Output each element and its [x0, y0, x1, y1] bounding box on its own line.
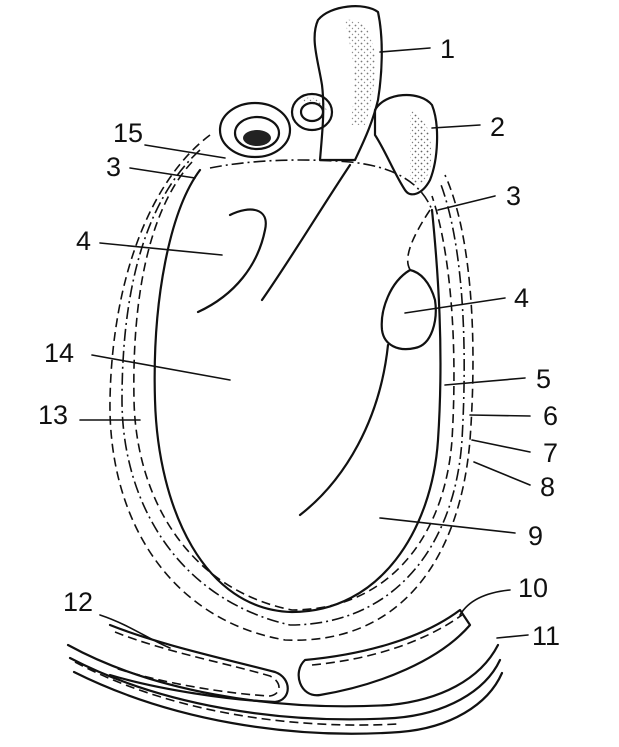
auricle — [373, 93, 439, 196]
oblique-sinus — [380, 209, 437, 351]
leader-9 — [379, 517, 516, 534]
label-9: 9 — [528, 521, 543, 551]
vena-cava-opening — [218, 101, 292, 159]
diaphragm — [66, 643, 504, 735]
leader-15 — [144, 144, 226, 159]
leader-3a — [129, 167, 196, 179]
label-6: 6 — [543, 401, 558, 431]
leader-12 — [99, 614, 171, 649]
label-4b: 4 — [514, 283, 529, 313]
labels: 1 2 15 3 3 4 4 14 5 13 6 7 8 9 10 11 12 — [38, 34, 560, 651]
leader-2 — [431, 124, 481, 129]
transverse-sinus — [196, 208, 267, 314]
label-7: 7 — [543, 438, 558, 468]
leader-11 — [496, 634, 529, 639]
leader-14 — [91, 354, 231, 381]
label-14: 14 — [44, 338, 74, 368]
leader-5 — [444, 377, 526, 386]
leader-8 — [473, 461, 531, 486]
label-2: 2 — [490, 112, 505, 142]
label-13: 13 — [38, 400, 68, 430]
heart-outline — [153, 159, 442, 614]
leader-10 — [459, 589, 511, 616]
pericardial-folds — [108, 608, 472, 704]
leader-3b — [437, 195, 496, 211]
leader-6 — [469, 414, 531, 417]
leader-4b — [404, 297, 506, 314]
label-11: 11 — [532, 621, 560, 651]
pulmonary-vessel — [290, 92, 334, 132]
leader-4a — [99, 242, 223, 256]
label-4a: 4 — [76, 226, 91, 256]
leader-7 — [471, 439, 531, 453]
pericardium-outer-layers — [109, 134, 474, 641]
label-5: 5 — [536, 364, 551, 394]
label-12: 12 — [63, 587, 93, 617]
label-10: 10 — [518, 573, 548, 603]
interventricular-groove — [298, 343, 390, 517]
label-3b: 3 — [506, 181, 521, 211]
leader-1 — [379, 47, 431, 53]
leader-lines — [79, 47, 531, 649]
label-15: 15 — [113, 118, 143, 148]
label-1: 1 — [440, 34, 455, 64]
label-8: 8 — [540, 472, 555, 502]
label-3a: 3 — [106, 152, 121, 182]
aorta — [313, 5, 383, 162]
aortic-root — [260, 163, 352, 302]
